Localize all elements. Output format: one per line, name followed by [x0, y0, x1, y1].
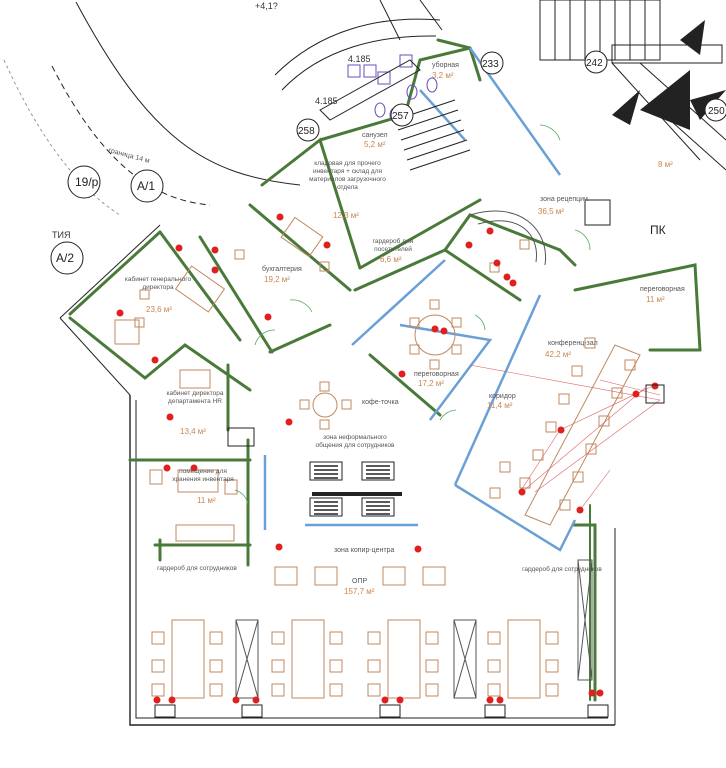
room-open-space-label: ОПР: [352, 578, 367, 585]
room-reception-area: 36,5 м²: [538, 207, 564, 216]
level-mark-1: 4.185: [348, 54, 371, 64]
room-koridor-area: 11,4 м²: [487, 401, 513, 410]
conference-chairs: [489, 337, 636, 511]
stairs: [319, 59, 471, 171]
room-coffee-label: кофе-точка: [362, 399, 399, 406]
room-peregovornaya-small-area: 11 м²: [646, 295, 665, 304]
room-peregovornaya-label: переговорная: [414, 371, 459, 378]
room-koridor-label: коридор: [489, 393, 516, 400]
room-garderob-sotr-label: гардероб для сотрудников: [157, 565, 237, 572]
room-zona-kopiy-label: зона копир-центра: [334, 547, 394, 554]
room-buhgalteriya-label: бухгалтерия: [262, 265, 302, 273]
room-sanuzel-area: 5,2 м²: [364, 140, 386, 149]
shading-wedges: [612, 20, 726, 130]
outer-structure: [3, 0, 726, 726]
num-242: 242: [586, 58, 603, 69]
room-zona-neform-label: зона неформального общения для сотрудник…: [315, 434, 395, 449]
num-233: 233: [482, 59, 499, 70]
pk-label: ПК: [650, 223, 666, 237]
num-257: 257: [392, 111, 409, 122]
room-peregovornaya-area: 17,2 м²: [418, 379, 444, 388]
room-pomeshenie-hr-label: помещение для хранения инвентаря: [172, 468, 234, 483]
room-konferenc-zal-label: конференц-зал: [548, 340, 598, 347]
copy-zone-equipment: [309, 461, 402, 517]
room-garderob-staff-label: гардероб для сотрудников: [522, 566, 602, 573]
room-open-space-area: 157,7 м²: [344, 587, 375, 596]
room-kladovaya-area: 12,3 м²: [333, 211, 359, 220]
room-kabinet-hr-label: кабинет директора департамента HR: [166, 390, 224, 405]
room-garderob-posetiteley-label: гардероб для посетителей: [372, 238, 414, 253]
room-kabinet-gendir-label: кабинет генерального директора: [124, 276, 192, 291]
room-kladovaya-label: кладовая для прочего инвентаря + склад д…: [309, 160, 386, 191]
room-buhgalteriya-area: 19,2 м²: [264, 275, 290, 284]
axis-labels-overlay: 19/р А/1 А/2 233 242 258 257 250: [56, 58, 725, 265]
room-konferenc-zal-area: 42,2 м²: [545, 350, 571, 359]
furniture: [114, 210, 641, 699]
tia-label: ТИЯ: [52, 230, 70, 240]
window-bases: [154, 199, 665, 718]
open-space-chairs: [151, 631, 559, 697]
wiring-lines: [469, 364, 661, 511]
granica-label: граница 14 м: [107, 147, 150, 165]
num-250: 250: [708, 106, 725, 117]
level-mark-2: 4.185: [315, 96, 338, 106]
door-swings: [234, 124, 591, 506]
room-kabinet-gendir-area: 23,6 м²: [146, 305, 172, 314]
room-uborka-area: 3,2 м²: [432, 71, 454, 80]
grid-labels: +4,1? 19/р А/1 А/2 ТИЯ ПК граница 14 м 4…: [52, 1, 666, 266]
num-258: 258: [298, 126, 315, 137]
axis-19p-text: 19/р: [75, 175, 99, 189]
green-walls: [68, 38, 702, 702]
room-uborka-label: уборная: [432, 61, 459, 69]
room-pomeshenie-hr-area: 11 м²: [197, 496, 216, 505]
room-8-area: 8 м²: [658, 160, 673, 169]
room-kabinet-hr-area: 13,4 м²: [180, 427, 206, 436]
socket-markers: [116, 213, 659, 704]
axis-a1-text: А/1: [137, 179, 155, 193]
room-sanuzel-label: санузел: [362, 132, 388, 139]
room-garderob-posetiteley-area: 6,6 м²: [380, 255, 402, 264]
room-reception-label: зона рецепции: [540, 196, 588, 203]
axis-a2-text: А/2: [56, 251, 74, 265]
room-labels: уборная 3,2 м² санузел 5,2 м² кладовая д…: [124, 61, 685, 596]
room-peregovornaya-small-label: переговорная: [640, 286, 685, 293]
axis-circles: [50, 50, 726, 275]
top-mark: +4,1?: [255, 1, 278, 11]
